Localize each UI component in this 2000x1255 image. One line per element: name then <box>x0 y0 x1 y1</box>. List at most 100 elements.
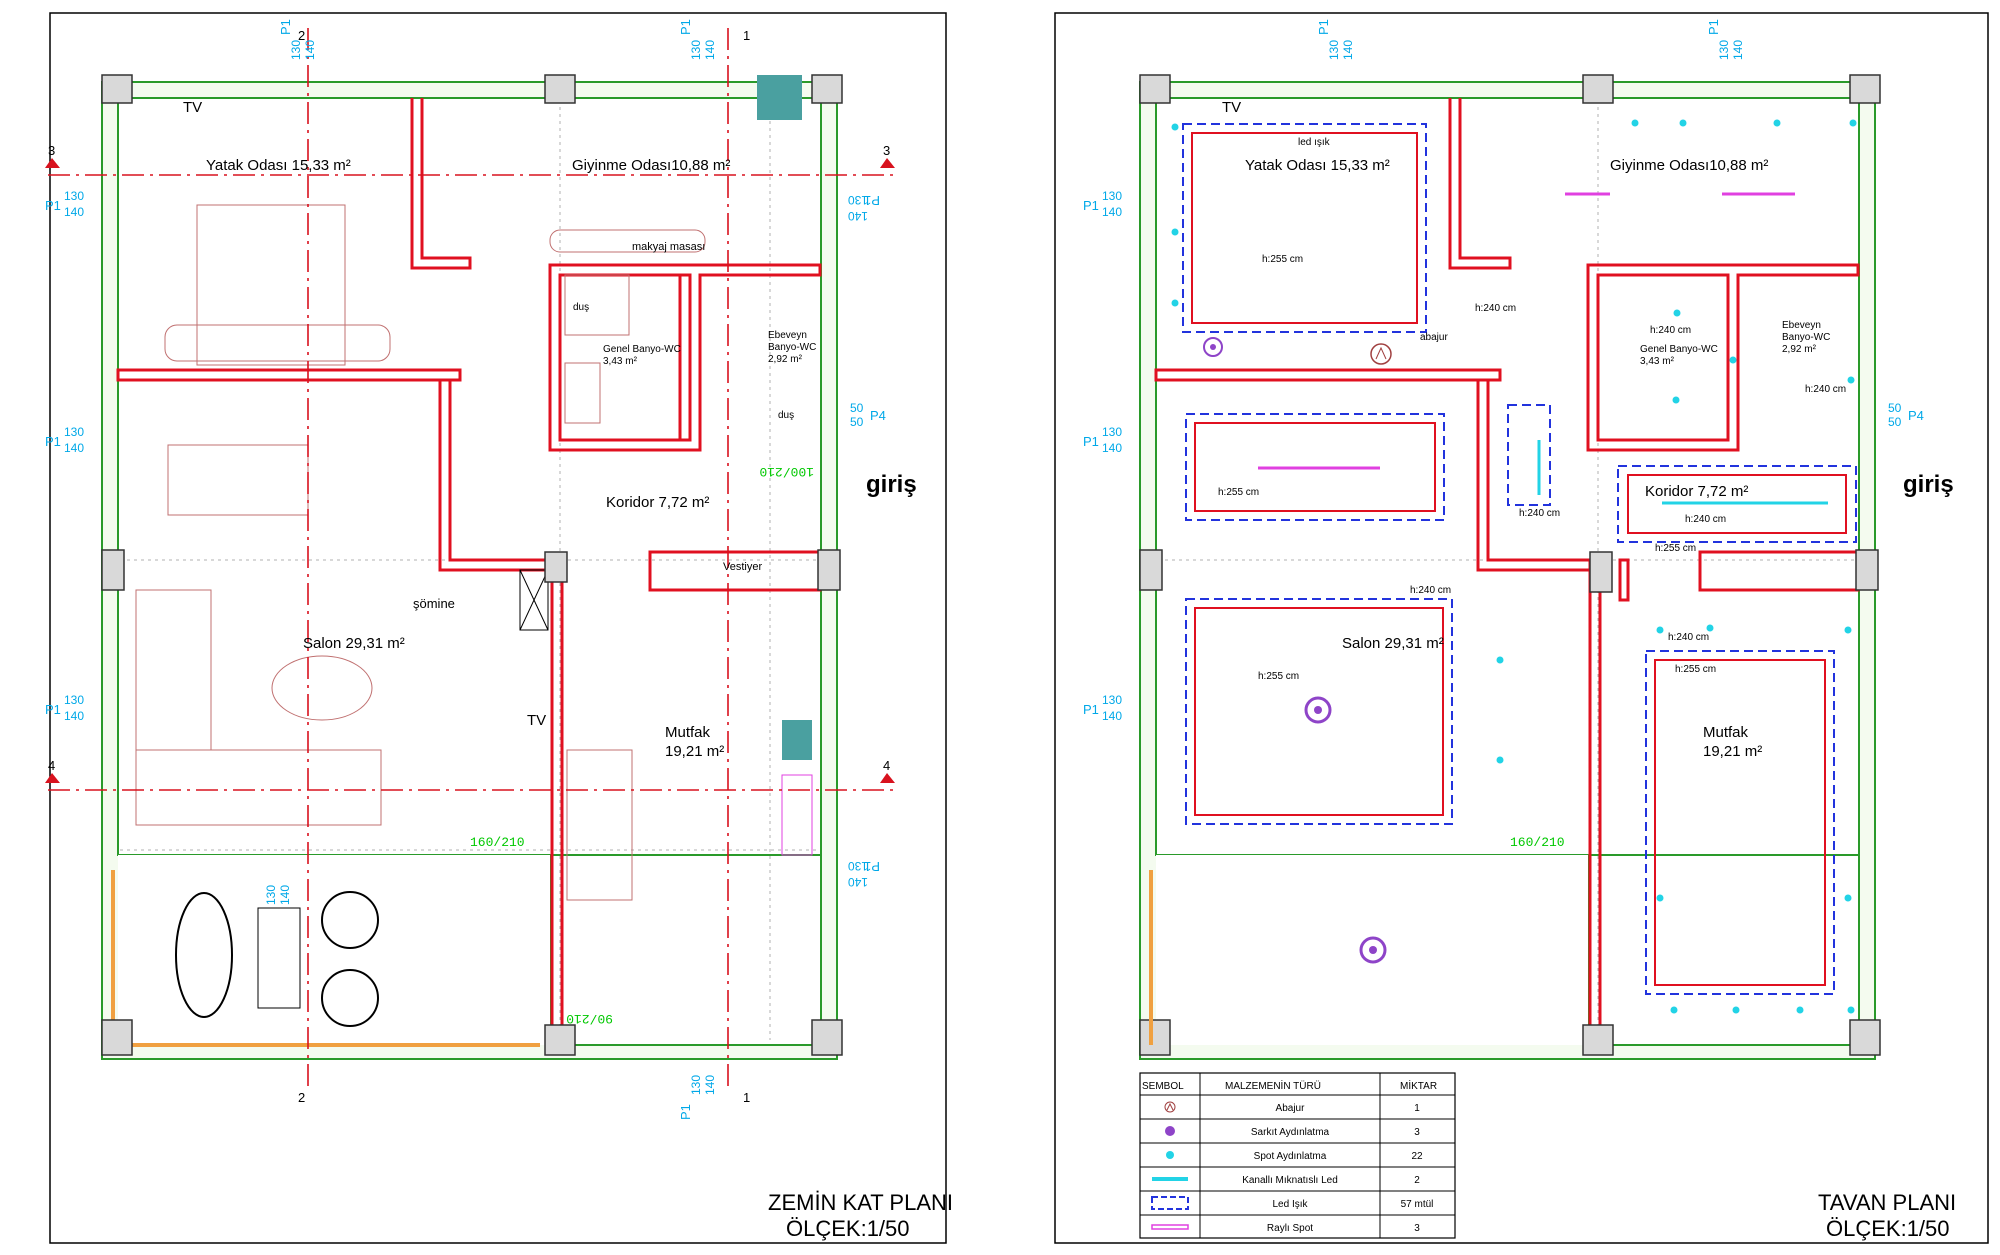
ceiling-window-tag-left-1: P1 130 140 <box>1083 189 1122 219</box>
ceiling-bedroom <box>1191 132 1418 324</box>
door-label-entry: 100/210 <box>759 464 814 479</box>
svg-text:130: 130 <box>1717 40 1731 60</box>
spot-light-icon <box>1496 656 1504 664</box>
led-kitchen <box>1645 650 1835 995</box>
fireplace <box>519 569 549 631</box>
ceiling-room-label-giyinme: Giyinme Odası10,88 m² <box>1610 157 1768 174</box>
legend-qty-rail: 3 <box>1414 1223 1420 1234</box>
svg-text:140: 140 <box>1102 441 1122 455</box>
column <box>1139 549 1163 591</box>
column <box>1582 1024 1614 1056</box>
pendant-light-icon <box>1304 696 1332 724</box>
spot-light-icon <box>1672 396 1680 404</box>
spot-light-icon <box>1496 756 1504 764</box>
window-tag-bottom-right: P1 130 140 <box>678 1075 717 1120</box>
svg-text:130: 130 <box>689 1075 703 1095</box>
spot-light-icon <box>1844 894 1852 902</box>
led-dining <box>1185 413 1445 521</box>
axis-label-3-right: 3 <box>883 143 890 158</box>
spot-light-icon <box>1796 1006 1804 1014</box>
height-bath-1: h:240 cm <box>1650 325 1691 336</box>
svg-text:140: 140 <box>848 209 868 223</box>
legend-header-qty: MİKTAR <box>1400 1079 1437 1092</box>
ceiling-room-label-mutfak-area: 19,21 m² <box>1703 743 1762 760</box>
window-tag-bottom-left: 130 140 <box>264 885 292 905</box>
legend-name-spot: Spot Aydınlatma <box>1254 1151 1327 1162</box>
svg-text:130: 130 <box>848 193 868 207</box>
svg-text:130: 130 <box>1102 425 1122 439</box>
svg-text:130: 130 <box>64 693 84 707</box>
svg-text:P1: P1 <box>1083 702 1099 717</box>
led-corridor <box>1617 465 1857 543</box>
coffee-table <box>271 655 373 721</box>
column <box>1849 74 1881 104</box>
ceiling-room-label-genel-banyo: Genel Banyo-WC <box>1640 344 1718 355</box>
ceiling-window-tag-top-right: P1 130 140 <box>1706 19 1745 60</box>
label-tv-bedroom: TV <box>183 99 202 116</box>
abajur-symbol-icon <box>1164 1101 1176 1113</box>
room-label-giyinme: Giyinme Odası10,88 m² <box>572 157 730 174</box>
pendant-light-icon <box>1165 1126 1175 1136</box>
magnetic-led-icon <box>1152 1177 1188 1181</box>
legend-name-sarkit: Sarkıt Aydınlatma <box>1251 1127 1330 1138</box>
ceiling-window-tag-left-3: P1 130 140 <box>1083 693 1122 723</box>
room-label-mutfak-area: 19,21 m² <box>665 743 724 760</box>
sink-unit <box>564 362 601 424</box>
svg-text:P1: P1 <box>278 19 293 35</box>
pendant-light-icon <box>1359 936 1387 964</box>
window-tag-right-p4: 50 50 P4 <box>850 401 886 429</box>
abajur-symbol-icon <box>1370 343 1392 365</box>
kitchen-table <box>566 749 633 901</box>
door-label-kitchen: 90/210 <box>566 1011 613 1026</box>
label-giris-left: giriş <box>866 471 917 498</box>
svg-text:P1: P1 <box>678 1104 693 1120</box>
svg-text:140: 140 <box>303 40 317 60</box>
svg-text:P1: P1 <box>45 702 61 717</box>
height-salon: h:255 cm <box>1258 671 1299 682</box>
column <box>817 549 841 591</box>
right-wall-kitchen-inner <box>1618 558 1630 602</box>
svg-text:140: 140 <box>1731 40 1745 60</box>
column <box>811 1019 843 1056</box>
svg-text:140: 140 <box>703 40 717 60</box>
kitchen-sink <box>781 774 813 856</box>
svg-text:50: 50 <box>1888 401 1902 415</box>
column <box>811 74 843 104</box>
ceiling-label-tv: TV <box>1222 99 1241 116</box>
svg-text:130: 130 <box>1102 693 1122 707</box>
ground-floor-plan-sheet: 2 1 2 1 3 3 4 4 Yatak Odası 15,33 m² Giy… <box>45 12 953 1244</box>
svg-text:140: 140 <box>1102 205 1122 219</box>
label-dus-1: duş <box>573 302 589 313</box>
right-sheet-border <box>1054 12 1989 1244</box>
axis-label-2-top: 2 <box>298 28 305 43</box>
ceiling-room-label-ebeveyn-area: 2,92 m² <box>1782 344 1817 355</box>
svg-text:P1: P1 <box>1706 19 1721 35</box>
svg-text:50: 50 <box>850 401 864 415</box>
balcony-seat-1 <box>175 892 233 1018</box>
ceiling-door-label-balcony: 160/210 <box>1510 835 1565 850</box>
label-somine: şömine <box>413 596 455 611</box>
svg-text:P1: P1 <box>1316 19 1331 35</box>
room-label-ebeveyn-banyo: Banyo-WC <box>768 342 816 353</box>
column <box>544 1024 576 1056</box>
legend-qty-sarkit: 3 <box>1414 1127 1420 1138</box>
room-label-ebeveyn-area: 2,92 m² <box>768 354 803 365</box>
label-giris-right: giriş <box>1903 471 1954 498</box>
legend-header-symbol: SEMBOL <box>1142 1081 1184 1092</box>
spot-light-icon <box>1849 119 1857 127</box>
led-strip-icon <box>1151 1196 1189 1210</box>
balcony-chair-1 <box>321 891 379 949</box>
label-tv-salon: TV <box>527 712 546 729</box>
height-kitchen: h:255 cm <box>1675 664 1716 675</box>
spot-light-icon <box>1673 309 1681 317</box>
left-sheet-title: ZEMİN KAT PLANI <box>768 1190 953 1215</box>
legend-name-abajur: Abajur <box>1276 1103 1306 1114</box>
column <box>101 74 133 104</box>
label-dus-2: duş <box>778 410 794 421</box>
svg-text:P1: P1 <box>45 434 61 449</box>
room-label-genel-banyo: Genel Banyo-WC <box>603 344 681 355</box>
spot-light-icon <box>1171 123 1179 131</box>
column <box>544 551 568 583</box>
svg-text:130: 130 <box>264 885 278 905</box>
legend-qty-led-magnetic: 2 <box>1414 1175 1420 1186</box>
